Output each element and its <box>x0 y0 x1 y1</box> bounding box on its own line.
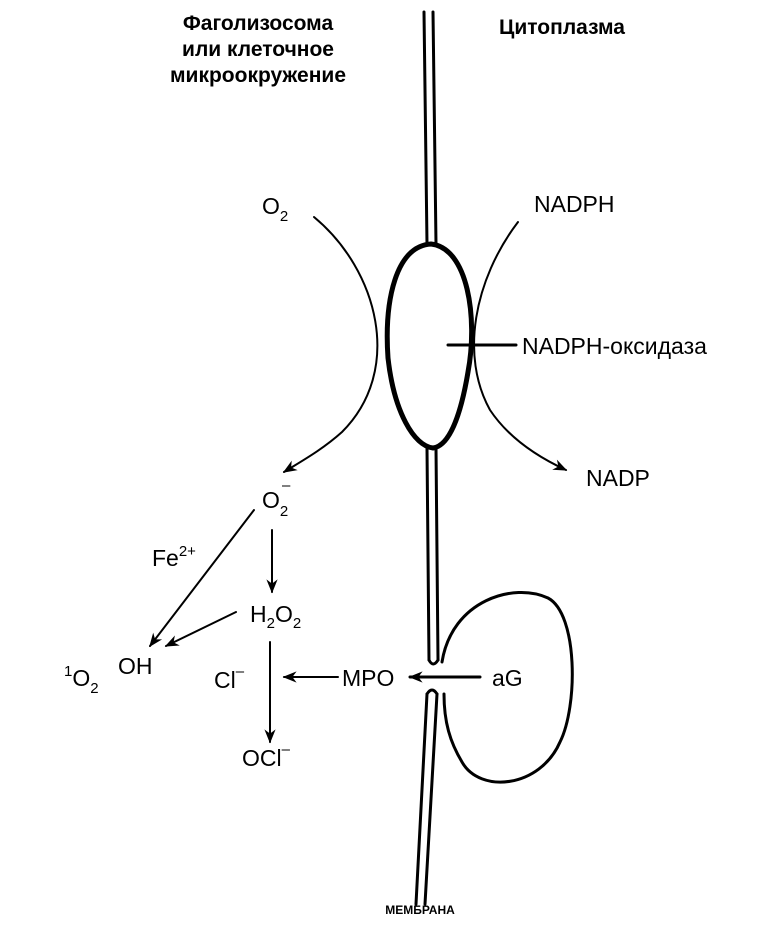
membrane-line-left-low <box>414 692 429 906</box>
arrow-o2-to-superoxide <box>282 216 379 473</box>
label-hydroxyl: OH <box>118 653 153 679</box>
arrow-h2o2-to-hydroxyl <box>164 611 237 647</box>
membrane-line-right-low <box>423 692 439 906</box>
footer-membrane: МЕМБРАНА <box>385 903 455 917</box>
membrane-line-right-mid <box>434 446 440 662</box>
label-chloride: Cl– <box>214 663 245 693</box>
label-nadph-oxidase: NADPH-оксидаза <box>522 333 707 359</box>
membrane-cap-low <box>425 688 439 696</box>
label-hypochlorite: OCl– <box>242 741 291 771</box>
superoxide-charge: – <box>282 477 291 494</box>
membrane-cap-mid <box>427 658 440 666</box>
nadph-oxidase-complex <box>384 241 475 451</box>
label-ag: aG <box>492 665 523 691</box>
label-nadph: NADPH <box>534 191 615 217</box>
membrane-line-left-mid <box>425 446 431 662</box>
header-phagolysosome: Фаголизосома <box>183 12 334 35</box>
membrane-line-left-upper <box>422 10 429 246</box>
label-nadp: NADP <box>586 465 650 491</box>
label-superoxide: O2 <box>262 487 288 520</box>
header-or-cellular: или клеточное <box>182 38 334 61</box>
label-singlet-oxygen: 1O2 <box>64 663 99 697</box>
label-mpo: MPO <box>342 665 394 691</box>
label-h2o2: H2O2 <box>250 601 301 632</box>
arrow-superoxide-to-hydroxyl <box>149 509 255 648</box>
header-microenvironment: микроокружение <box>170 64 346 87</box>
label-o2: O2 <box>262 193 288 225</box>
header-cytoplasm: Цитоплазма <box>499 16 625 39</box>
granule-fusion-loop <box>440 590 574 784</box>
membrane-line-right-upper <box>431 10 438 246</box>
arrow-nadph-to-nadp <box>473 221 568 471</box>
label-fe2: Fe2+ <box>152 543 196 571</box>
